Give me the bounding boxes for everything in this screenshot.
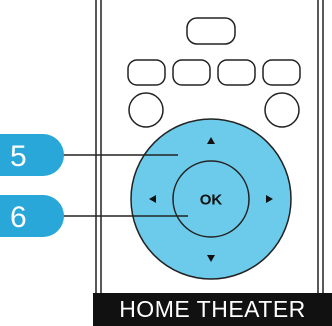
callout-6-number: 6 — [10, 201, 27, 234]
color-button-1[interactable] — [127, 59, 166, 86]
color-button-3[interactable] — [217, 59, 256, 86]
right-arrow-icon[interactable] — [266, 195, 273, 203]
side-button-right[interactable] — [264, 92, 300, 128]
callout-6-badge — [0, 195, 64, 237]
ok-label: OK — [200, 192, 223, 209]
remote-body — [95, 0, 324, 293]
up-arrow-icon[interactable] — [207, 137, 215, 144]
home-theater-label: HOME THEATER — [93, 293, 332, 326]
callout-5-badge — [0, 134, 64, 176]
callout-5-number: 5 — [10, 140, 27, 173]
side-button-left[interactable] — [128, 92, 164, 128]
ok-button[interactable] — [172, 160, 250, 238]
down-arrow-icon[interactable] — [207, 255, 215, 262]
callout-6: 6 — [0, 195, 64, 237]
color-button-4[interactable] — [262, 59, 301, 86]
color-button-2[interactable] — [172, 59, 211, 86]
left-arrow-icon[interactable] — [149, 195, 156, 203]
color-buttons-row — [127, 59, 301, 86]
top-button[interactable] — [186, 17, 236, 45]
callout-5: 5 — [0, 134, 64, 176]
